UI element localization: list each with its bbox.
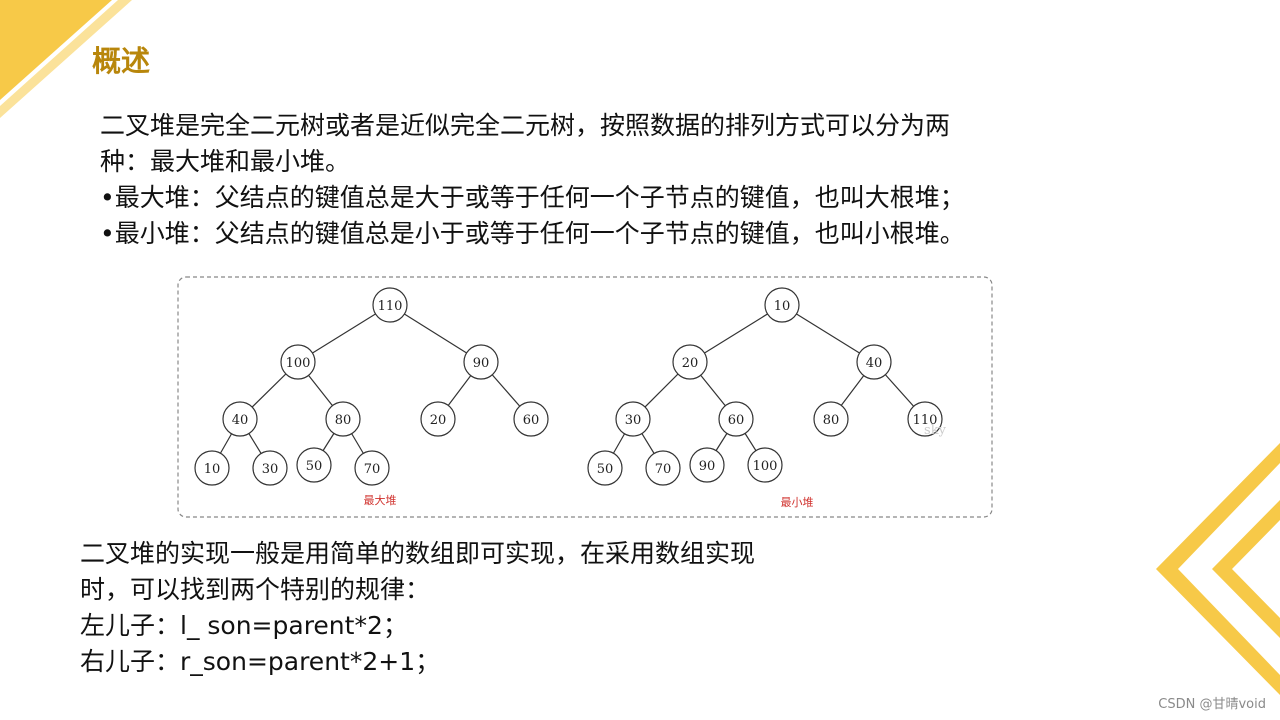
diagram-border [177, 276, 993, 518]
heap-node-value: 20 [682, 356, 699, 371]
heap-node [513, 401, 549, 437]
heap-node [252, 450, 288, 486]
heap-node-value: 90 [473, 356, 490, 371]
heap-node [296, 447, 332, 483]
max-heap-caption: 最大堆 [364, 493, 397, 507]
heap-node-value: 60 [728, 413, 745, 428]
heap-node [813, 401, 849, 437]
heap-node [463, 344, 499, 380]
heap-node [689, 447, 725, 483]
min-heap-tree: 10 20 40 30 60 80 110 50 70 90 100 sky 最… [587, 287, 947, 509]
implementation-paragraph: 二叉堆的实现一般是用简单的数组即可实现，在采用数组实现 时，可以找到两个特别的规… [80, 536, 755, 680]
heap-node-value: 30 [262, 462, 279, 477]
intro-paragraph: 二叉堆是完全二元树或者是近似完全二元树，按照数据的排列方式可以分为两 种：最大堆… [100, 108, 965, 252]
top-left-corner-thin-shape [0, 0, 132, 118]
right-chevron-inner [1212, 500, 1280, 638]
min-heap-caption: 最小堆 [781, 496, 814, 509]
heap-node-value: 60 [523, 413, 540, 428]
heap-node [354, 450, 390, 486]
heap-node [222, 401, 258, 437]
intro-line: 二叉堆是完全二元树或者是近似完全二元树，按照数据的排列方式可以分为两 [100, 111, 951, 140]
heap-node [325, 401, 361, 437]
intro-line: 种：最大堆和最小堆。 [100, 147, 351, 176]
heap-node-value: 40 [232, 413, 249, 428]
impl-line: 时，可以找到两个特别的规律： [80, 575, 431, 604]
watermark-text: sky [924, 423, 947, 438]
heap-node [718, 401, 754, 437]
heap-node-value: 70 [655, 462, 672, 477]
heap-node-value: 100 [286, 356, 311, 371]
heap-node-value: 80 [823, 413, 840, 428]
impl-line: 二叉堆的实现一般是用简单的数组即可实现，在采用数组实现 [80, 539, 756, 568]
heap-node-value: 90 [699, 459, 716, 474]
top-left-corner-shape [0, 0, 112, 100]
max-heap-definition: •最大堆：父结点的键值总是大于或等于任何一个子节点的键值，也叫大根堆； [100, 183, 965, 212]
max-heap-tree: 110 100 90 40 80 20 60 10 30 50 70 最大堆 [194, 287, 549, 507]
min-heap-definition: •最小堆：父结点的键值总是小于或等于任何一个子节点的键值，也叫小根堆。 [100, 219, 965, 248]
heap-node [615, 401, 651, 437]
right-chevron-outer [1156, 443, 1280, 695]
heap-node-value: 40 [866, 356, 883, 371]
heap-node-value: 110 [378, 299, 403, 314]
heap-node [587, 450, 623, 486]
heap-node [672, 344, 708, 380]
heap-node-value: 100 [753, 459, 778, 474]
heap-node-value: 110 [913, 413, 938, 428]
heap-node-value: 10 [774, 299, 791, 314]
right-child-formula: 右儿子：r_son=parent*2+1； [80, 647, 441, 676]
heap-node [747, 447, 783, 483]
heap-node-value: 50 [306, 459, 323, 474]
heap-node [194, 450, 230, 486]
heap-node-value: 50 [597, 462, 614, 477]
heap-diagram: 110 100 90 40 80 20 60 10 30 50 70 最大堆 [177, 276, 993, 518]
heap-node [764, 287, 800, 323]
footer-credit: CSDN @甘晴void [1158, 697, 1266, 712]
slide-title: 概述 [92, 44, 151, 78]
heap-node-value: 70 [364, 462, 381, 477]
heap-node [420, 401, 456, 437]
left-child-formula: 左儿子：l_ son=parent*2； [80, 611, 408, 640]
heap-node-value: 10 [204, 462, 221, 477]
heap-node [645, 450, 681, 486]
heap-node-value: 20 [430, 413, 447, 428]
heap-node-value: 30 [625, 413, 642, 428]
heap-node [907, 401, 943, 437]
heap-node [372, 287, 408, 323]
heap-node [280, 344, 316, 380]
heap-node [856, 344, 892, 380]
heap-node-value: 80 [335, 413, 352, 428]
